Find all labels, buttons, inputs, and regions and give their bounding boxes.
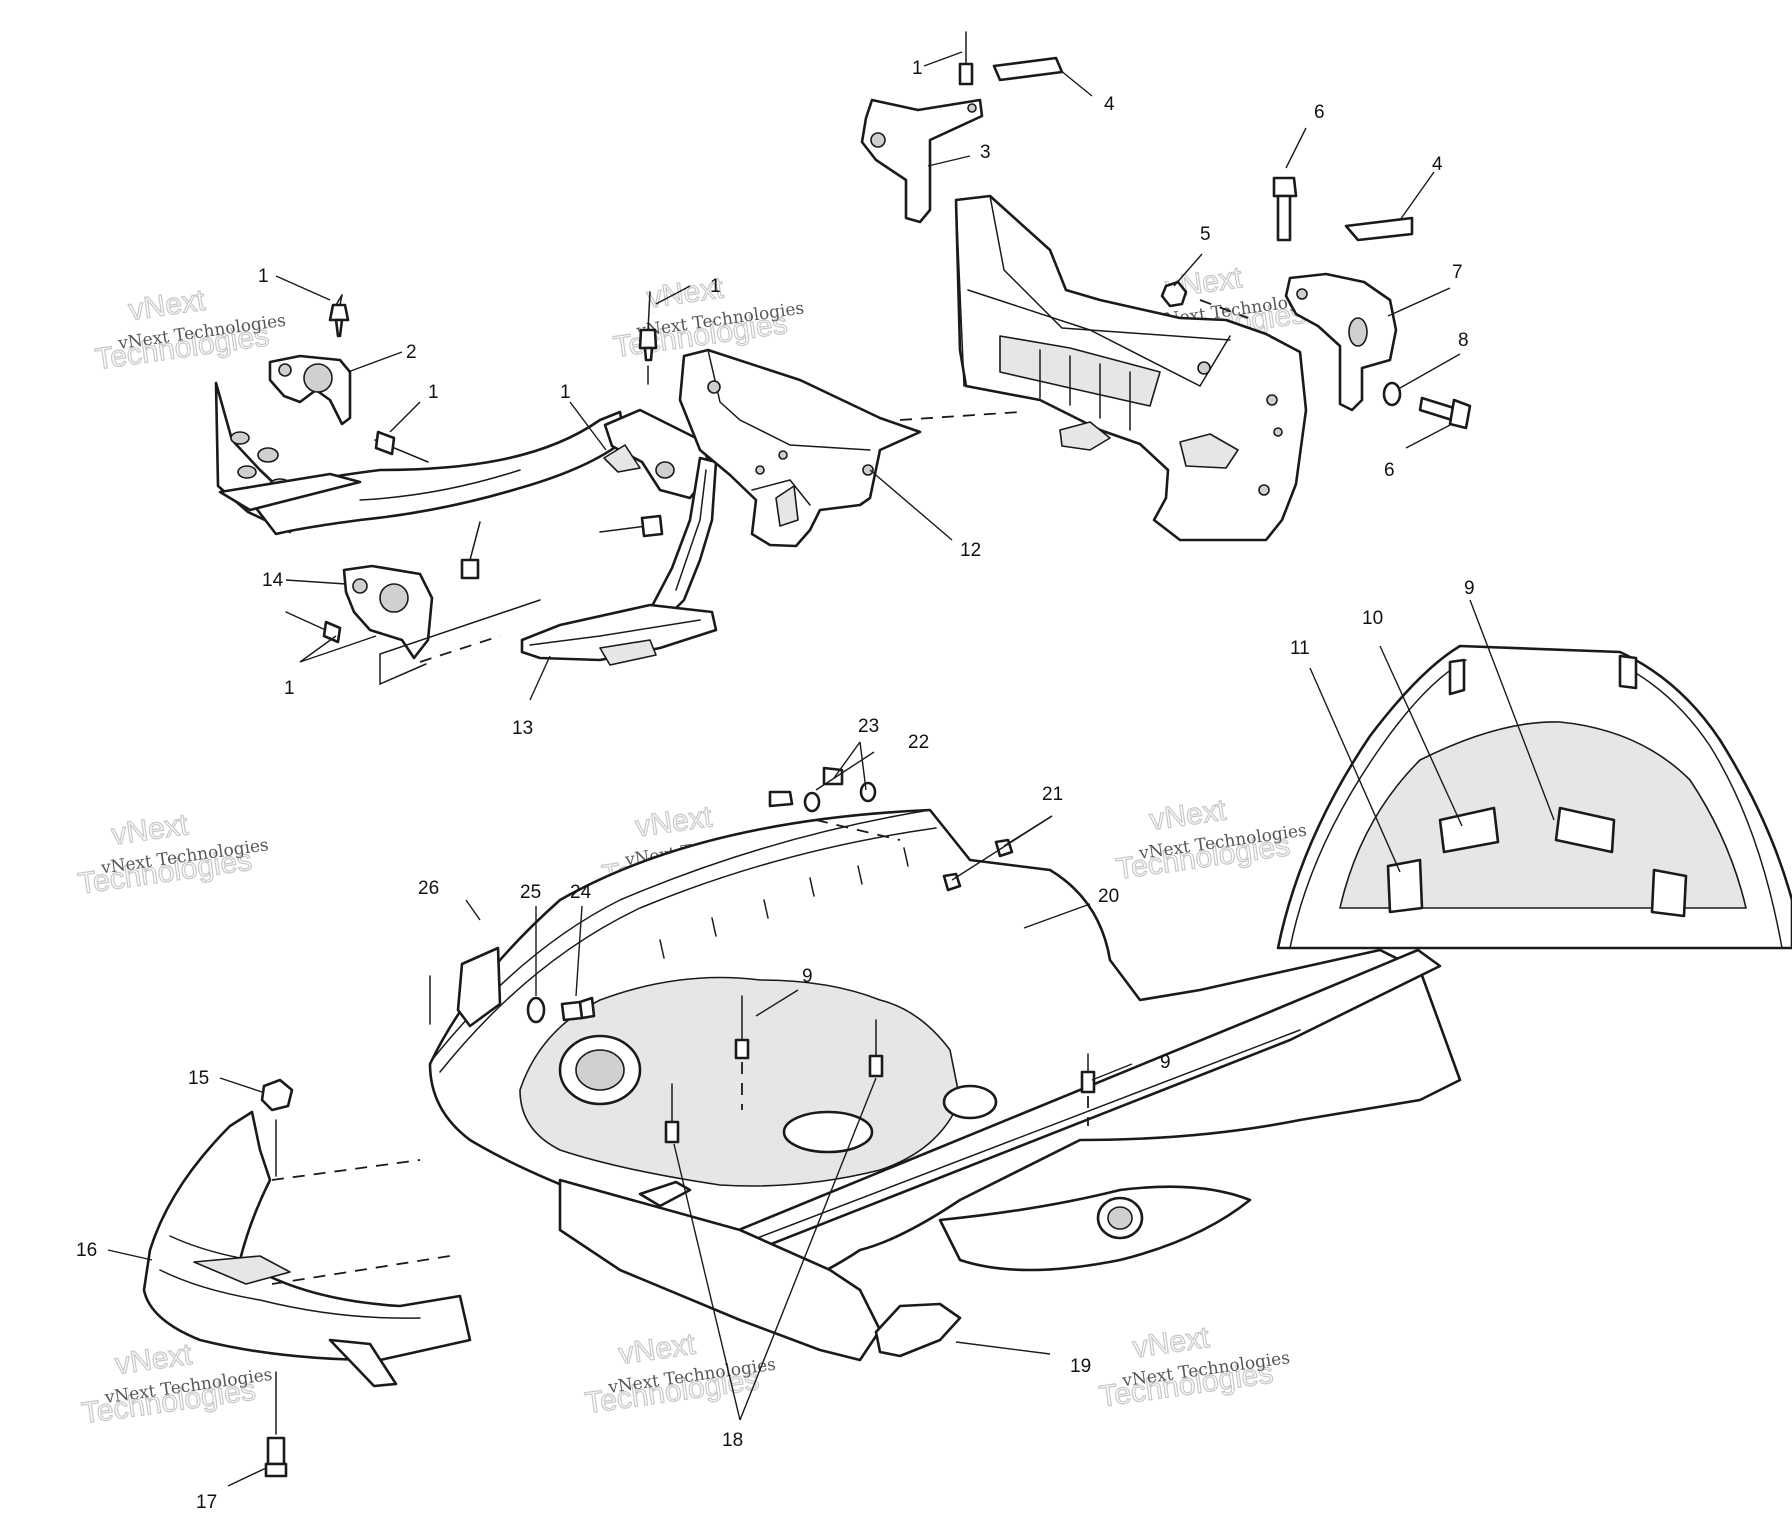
rivet-2 — [638, 291, 658, 385]
callout-21: 21 — [1042, 784, 1063, 805]
bolt-part-6-bottom — [1418, 396, 1472, 430]
watermark-8: vNext Technologies vNext Technologies — [583, 1327, 778, 1421]
callout-26: 26 — [418, 878, 439, 899]
leader-lines — [107, 51, 1555, 1487]
rivets-part-1 — [285, 291, 664, 644]
callout-7: 7 — [1452, 262, 1463, 283]
callout-22: 22 — [908, 732, 929, 753]
watermark-6: vNext Technologies vNext Technologies — [1113, 793, 1308, 887]
front-frame-assembly — [214, 381, 718, 666]
cross-member-assembly — [860, 31, 1308, 542]
fasteners-part-18 — [638, 1019, 884, 1208]
svg-text:vNext: vNext — [633, 800, 714, 843]
callout-16: 16 — [76, 1240, 97, 1261]
callout-6-b: 6 — [1384, 460, 1395, 481]
svg-text:vNext: vNext — [113, 1338, 194, 1381]
hood-assembly — [428, 808, 1462, 1362]
callout-25: 25 — [520, 882, 541, 903]
assembly-lines-lower — [271, 975, 451, 1285]
bracket-part-14 — [342, 564, 434, 660]
watermark-4: vNext Technologies vNext Technologies — [75, 808, 270, 902]
rivet-6 — [285, 611, 342, 644]
callout-labels: 1 2 1 1 1 14 1 13 12 1 4 3 6 4 5 7 8 6 9… — [76, 58, 1475, 1513]
bracket-part-19 — [874, 1302, 962, 1358]
callout-4-b: 4 — [1432, 154, 1443, 175]
callout-1-e: 1 — [284, 678, 295, 699]
watermark-9: vNext Technologies vNext Technologies — [1097, 1320, 1292, 1414]
rivets-part-9 — [734, 995, 1096, 1126]
rivet-1 — [328, 294, 350, 338]
nut-part-15 — [260, 1078, 294, 1112]
callout-3: 3 — [980, 142, 991, 163]
callout-9-c: 9 — [1160, 1052, 1171, 1073]
callout-1-f: 1 — [912, 58, 923, 79]
callout-11: 11 — [1290, 638, 1310, 659]
bracket-part-7 — [1284, 272, 1398, 412]
callout-6-a: 6 — [1314, 102, 1325, 123]
callout-1-b: 1 — [428, 382, 439, 403]
callout-13: 13 — [512, 718, 533, 739]
washer-part-8 — [1382, 381, 1402, 407]
rivet-5 — [460, 521, 481, 580]
svg-text:vNext: vNext — [1131, 1321, 1212, 1364]
pad-part-26 — [456, 946, 502, 1028]
watermark-1: vNext Technologies vNext Technologies — [93, 283, 288, 377]
callout-1-d: 1 — [710, 276, 721, 297]
washer-part-25 — [526, 996, 546, 1024]
svg-text:vNext: vNext — [127, 284, 208, 327]
callout-19: 19 — [1070, 1356, 1091, 1377]
callout-15: 15 — [188, 1068, 209, 1089]
callout-17: 17 — [196, 1492, 217, 1513]
svg-text:vNext: vNext — [1148, 794, 1229, 837]
callout-5: 5 — [1200, 224, 1211, 245]
callout-8: 8 — [1458, 330, 1469, 351]
callout-18: 18 — [722, 1430, 743, 1451]
callout-4-a: 4 — [1104, 94, 1115, 115]
callout-2: 2 — [406, 342, 417, 363]
bracket-part-2 — [268, 354, 352, 426]
callout-1-a: 1 — [258, 266, 269, 287]
callout-20: 20 — [1098, 886, 1119, 907]
fasteners-part-22-23 — [768, 766, 901, 841]
bracket-part-12 — [678, 348, 922, 548]
watermark-2: vNext Technologies vNext Technologies — [611, 271, 806, 365]
callout-24: 24 — [570, 882, 592, 903]
pad-part-4-right — [1344, 216, 1414, 242]
pad-part-4-top — [992, 56, 1064, 82]
callout-12: 12 — [960, 540, 981, 561]
bolt-part-6-top — [1272, 176, 1298, 242]
assembly-lines-upper — [379, 299, 1249, 686]
bolt-top-part-1 — [958, 31, 974, 86]
rivet-3 — [374, 430, 429, 463]
svg-text:vNext: vNext — [617, 1328, 698, 1371]
nose-bumper-part-16 — [142, 1110, 472, 1388]
bolt-part-24 — [560, 996, 596, 1022]
callout-23: 23 — [858, 716, 879, 737]
svg-text:vNext: vNext — [109, 808, 190, 851]
rivet-4 — [599, 514, 664, 538]
callout-14: 14 — [262, 570, 284, 591]
callout-9-a: 9 — [1464, 578, 1475, 599]
callout-10: 10 — [1362, 608, 1383, 629]
bolt-part-17 — [264, 1371, 288, 1478]
bracket-part-3 — [860, 98, 984, 224]
callout-1-c: 1 — [560, 382, 571, 403]
callout-9-b: 9 — [802, 966, 813, 987]
inset-detail-view — [1276, 644, 1792, 950]
